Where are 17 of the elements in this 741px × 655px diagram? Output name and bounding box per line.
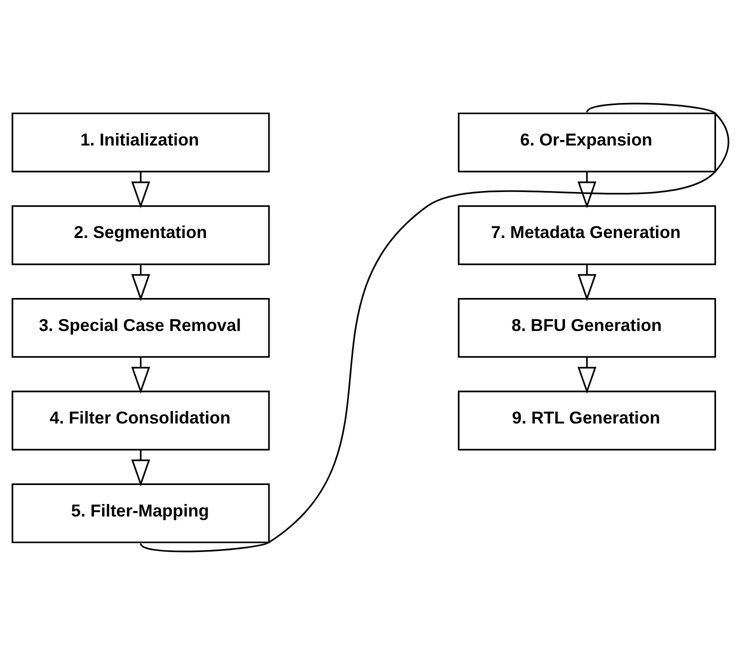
arrow bbox=[578, 357, 596, 394]
node-box: 5. Filter-Mapping bbox=[12, 483, 270, 544]
node-box: 4. Filter Consolidation bbox=[12, 390, 270, 450]
arrow bbox=[131, 264, 150, 302]
connector bbox=[140, 102, 730, 552]
node-box: 3. Special Case Removal bbox=[12, 298, 270, 358]
arrow bbox=[131, 172, 150, 208]
arrow bbox=[578, 172, 596, 208]
arrow bbox=[578, 264, 596, 302]
node-box: 9. RTL Generation bbox=[458, 390, 716, 450]
node-box: 8. BFU Generation bbox=[458, 298, 716, 358]
node-box: 2. Segmentation bbox=[12, 205, 270, 266]
arrow bbox=[131, 450, 150, 486]
node-box: 6. Or-Expansion bbox=[458, 112, 716, 172]
node-box: 1. Initialization bbox=[12, 112, 270, 172]
arrow bbox=[131, 357, 150, 394]
node-box: 7. Metadata Generation bbox=[458, 205, 716, 266]
